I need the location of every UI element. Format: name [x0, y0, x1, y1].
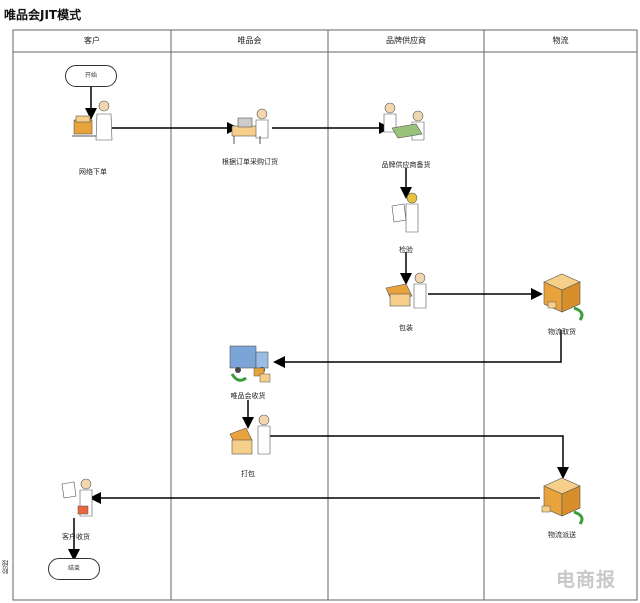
end-terminal: 结束 [48, 558, 100, 580]
logistics-deliver-icon [541, 477, 584, 525]
vip-receive-truck-icon [229, 345, 271, 383]
customer-order-icon [72, 100, 113, 141]
label-customer-receive: 客户收货 [62, 533, 90, 541]
supplier-meeting-icon [383, 102, 425, 141]
diagram-title: 唯品会JIT模式 [4, 8, 82, 22]
purchasing-desk-icon [231, 108, 269, 144]
label-order: 网络下单 [79, 168, 107, 176]
lane-header-vip: 唯品会 [237, 36, 262, 45]
label-pack: 包装 [399, 324, 413, 332]
lane-header-logistics: 物流 [552, 36, 569, 45]
repack-icon [229, 414, 271, 455]
edge-pickup-receive [273, 330, 562, 368]
label-logistics-deliver: 物流派送 [548, 531, 576, 539]
edge-repack-deliver [270, 435, 569, 479]
logistics-pickup-icon [543, 273, 584, 321]
watermark: 电商报 [556, 569, 617, 591]
packing-icon [385, 272, 427, 309]
label-logistics-pickup: 物流取货 [548, 328, 576, 336]
customer-receive-icon [61, 478, 93, 517]
label-supplier-stock: 品牌供应商备货 [381, 161, 431, 169]
label-vip-receive: 唯品会收货 [230, 392, 266, 400]
inspector-icon [391, 192, 419, 233]
lane-header-supplier: 品牌供应商 [386, 36, 426, 45]
label-aggregate-order: 根据订单采购订货 [222, 158, 278, 166]
label-inspect: 检验 [399, 246, 413, 254]
start-terminal: 开始 [65, 65, 117, 87]
label-repack: 打包 [241, 470, 255, 478]
phase-side-label: 阶段 [1, 560, 9, 574]
lane-header-customer: 客户 [84, 36, 100, 45]
